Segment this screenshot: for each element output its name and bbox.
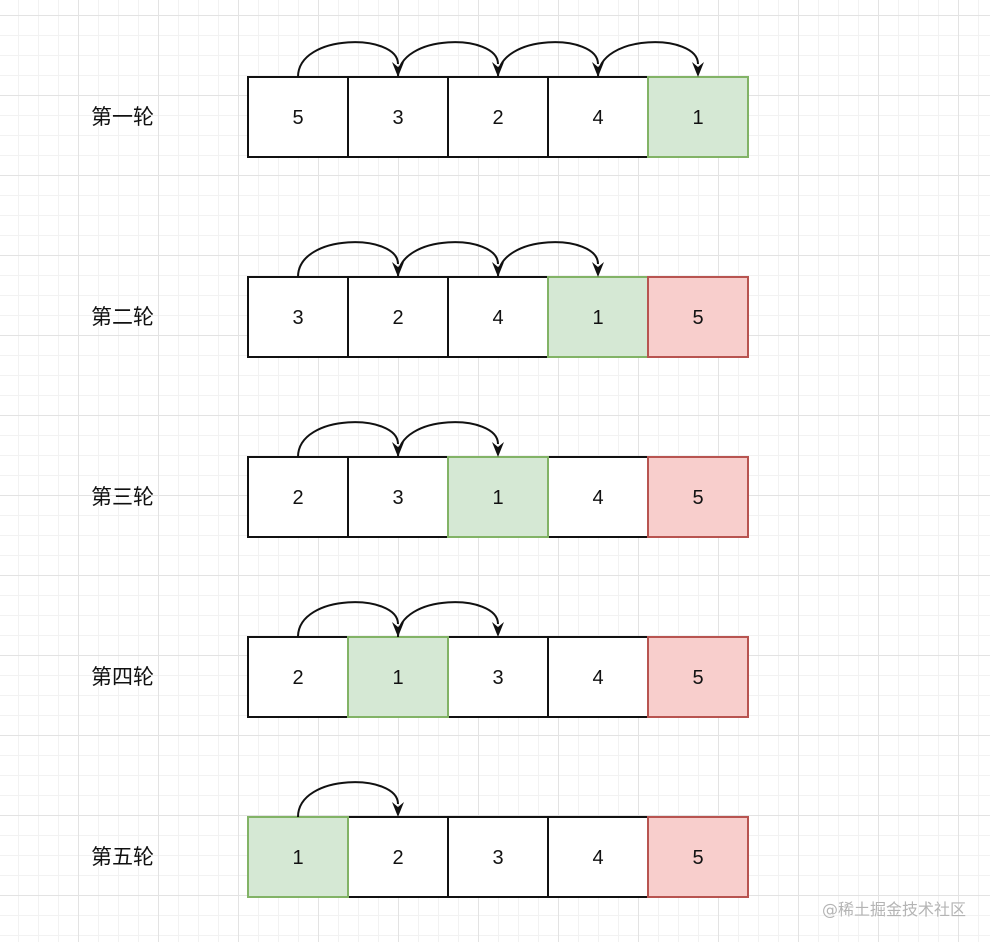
cell-value: 2 <box>492 107 503 129</box>
cell-value: 5 <box>292 107 303 129</box>
arrow-arc <box>497 41 599 78</box>
cell-value: 1 <box>392 667 403 689</box>
array-cells <box>247 816 749 898</box>
arrowhead-icon <box>692 62 704 77</box>
round-row-1: 第一轮 5 3 2 4 1 <box>91 41 749 158</box>
cell-value: 2 <box>292 667 303 689</box>
cell-value: 4 <box>592 667 603 689</box>
array-cells <box>247 276 749 358</box>
compare-arrows <box>297 41 704 78</box>
array-cell-sorted <box>647 276 749 358</box>
cell-value: 1 <box>292 847 303 869</box>
arrow-arc <box>497 241 599 278</box>
array-cell-moving <box>247 816 349 898</box>
compare-arrows <box>297 421 504 458</box>
arrow-arc <box>297 241 399 278</box>
array-cell-moving <box>647 76 749 158</box>
cell-value: 5 <box>692 307 703 329</box>
cell-value: 3 <box>292 307 303 329</box>
array-cell-sorted <box>647 636 749 718</box>
round-row-5: 第五轮 1 2 3 4 5 <box>91 781 749 898</box>
arrow-arc <box>597 41 699 78</box>
array-cell-normal <box>247 76 349 158</box>
cell-value: 3 <box>392 487 403 509</box>
cell-value: 3 <box>492 847 503 869</box>
cell-value: 3 <box>392 107 403 129</box>
compare-arrows <box>297 601 504 638</box>
round-label: 第五轮 <box>91 845 154 869</box>
array-cell-sorted <box>647 456 749 538</box>
array-cell-sorted <box>647 816 749 898</box>
round-label: 第二轮 <box>91 305 154 329</box>
round-row-3: 第三轮 2 3 1 4 5 <box>91 421 749 538</box>
watermark: @稀土掘金技术社区 <box>821 900 966 919</box>
cell-value: 4 <box>592 487 603 509</box>
arrowhead-icon <box>592 262 604 277</box>
array-cell-normal <box>247 276 349 358</box>
cell-value: 5 <box>692 667 703 689</box>
cell-value: 1 <box>592 307 603 329</box>
arrow-arc <box>297 421 399 458</box>
array-cell-normal <box>547 636 649 718</box>
array-cell-moving <box>547 276 649 358</box>
array-cell-normal <box>547 816 649 898</box>
round-label: 第一轮 <box>91 105 154 129</box>
arrowhead-icon <box>492 622 504 637</box>
array-cell-normal <box>347 76 449 158</box>
cell-value: 1 <box>492 487 503 509</box>
array-cell-normal <box>447 816 549 898</box>
round-row-2: 第二轮 3 2 4 1 5 <box>91 241 749 358</box>
arrow-arc <box>397 601 499 638</box>
cell-value: 2 <box>392 307 403 329</box>
arrow-arc <box>397 41 499 78</box>
cell-value: 2 <box>392 847 403 869</box>
array-cells <box>247 636 749 718</box>
cell-value: 2 <box>292 487 303 509</box>
cell-value: 5 <box>692 487 703 509</box>
cell-value: 4 <box>592 847 603 869</box>
round-row-4: 第四轮 2 1 3 4 5 <box>91 601 749 718</box>
cell-value: 4 <box>492 307 503 329</box>
array-cell-normal <box>447 276 549 358</box>
array-cell-moving <box>347 636 449 718</box>
round-label: 第四轮 <box>91 665 154 689</box>
round-label: 第三轮 <box>91 485 154 509</box>
arrow-arc <box>397 241 499 278</box>
arrow-arc <box>297 781 399 818</box>
array-cell-normal <box>347 816 449 898</box>
cell-value: 3 <box>492 667 503 689</box>
array-cells <box>247 456 749 538</box>
cell-value: 4 <box>592 107 603 129</box>
arrow-arc <box>297 601 399 638</box>
cell-value: 5 <box>692 847 703 869</box>
cell-value: 1 <box>692 107 703 129</box>
array-cell-moving <box>447 456 549 538</box>
compare-arrows <box>297 241 604 278</box>
arrowhead-icon <box>392 802 404 817</box>
compare-arrows <box>297 781 404 818</box>
arrow-arc <box>297 41 399 78</box>
arrow-arc <box>397 421 499 458</box>
arrowhead-icon <box>492 442 504 457</box>
